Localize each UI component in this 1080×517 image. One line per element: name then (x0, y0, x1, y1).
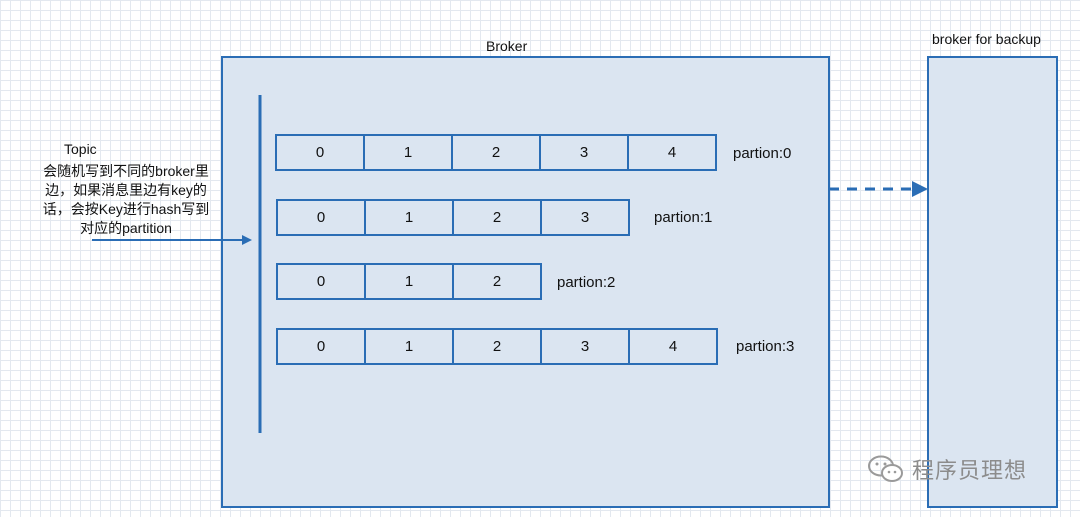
topic-description-line: 话，会按Key进行hash写到 (42, 201, 210, 217)
partition-row-0: 0 1 2 3 4 (275, 134, 717, 171)
partition-cell: 2 (452, 199, 542, 236)
topic-description-line: 边，如果消息里边有key的 (45, 182, 207, 198)
partition-row-1: 0 1 2 3 (276, 199, 630, 236)
partition-cell: 3 (539, 134, 629, 171)
partition-cell: 0 (276, 328, 366, 365)
partition-label-2: partion:2 (557, 274, 616, 291)
partition-row-3: 0 1 2 3 4 (276, 328, 718, 365)
partition-cell: 2 (451, 134, 541, 171)
partition-cell: 3 (540, 199, 630, 236)
partition-cell: 0 (276, 199, 366, 236)
partition-cell: 1 (363, 134, 453, 171)
partition-cell: 4 (627, 134, 717, 171)
partition-label-3: partion:3 (736, 338, 795, 355)
partition-cell: 2 (452, 263, 542, 300)
watermark-text: 程序员理想 (912, 458, 1028, 483)
backup-broker-box (927, 56, 1058, 508)
partition-row-2: 0 1 2 (276, 263, 542, 300)
topic-description-line: 会随机写到不同的broker里 (43, 163, 209, 179)
watermark: 程序员理想 (866, 453, 1027, 485)
partition-cell: 1 (364, 199, 454, 236)
partition-label-0: partion:0 (733, 145, 792, 162)
backup-arrowhead (912, 181, 928, 197)
topic-title: Topic (64, 141, 97, 157)
backup-broker-title: broker for backup (932, 31, 1041, 47)
partition-cell: 3 (540, 328, 630, 365)
wechat-icon (868, 455, 903, 482)
topic-description: 会随机写到不同的broker里 边，如果消息里边有key的 话，会按Key进行h… (26, 162, 226, 238)
broker-title: Broker (486, 38, 528, 54)
partition-cell: 4 (628, 328, 718, 365)
partition-cell: 0 (275, 134, 365, 171)
partition-cell: 1 (364, 263, 454, 300)
partition-cell: 0 (276, 263, 366, 300)
partition-label-1: partion:1 (654, 209, 713, 226)
partition-cell: 2 (452, 328, 542, 365)
topic-description-line: 对应的partition (80, 220, 172, 236)
partition-cell: 1 (364, 328, 454, 365)
